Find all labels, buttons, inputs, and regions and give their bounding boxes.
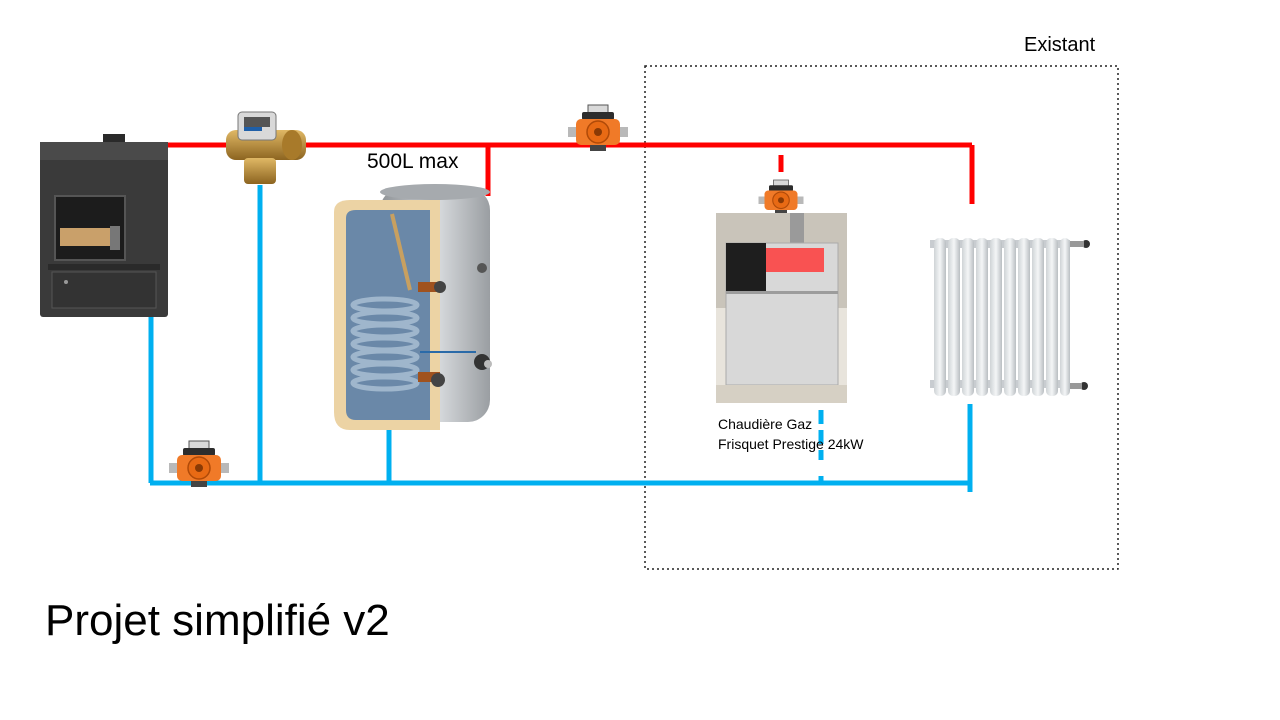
- wood-stove-icon: [40, 134, 168, 317]
- circulation-pump-icon-bottom: [168, 440, 230, 488]
- existing-zone-label: Existant: [1024, 34, 1096, 56]
- boiler-label-line2: Frisquet Prestige 24kW: [718, 436, 864, 452]
- gas-boiler-icon: [716, 213, 847, 403]
- boiler-label-line1: Chaudière Gaz: [718, 416, 813, 432]
- circulation-pump-icon-boiler: [757, 179, 805, 216]
- existing-zone-frame: [644, 65, 1119, 570]
- boiler-label: Chaudière Gaz Frisquet Prestige 24kW: [718, 414, 864, 454]
- buffer-tank-icon: [334, 184, 492, 430]
- cold-pipes: [148, 185, 973, 492]
- tank-capacity-label: 500L max: [367, 150, 459, 173]
- radiator-icon: [930, 238, 1090, 396]
- thermostatic-mixing-valve-icon: [226, 111, 306, 184]
- page-title: Projet simplifié v2: [45, 596, 390, 645]
